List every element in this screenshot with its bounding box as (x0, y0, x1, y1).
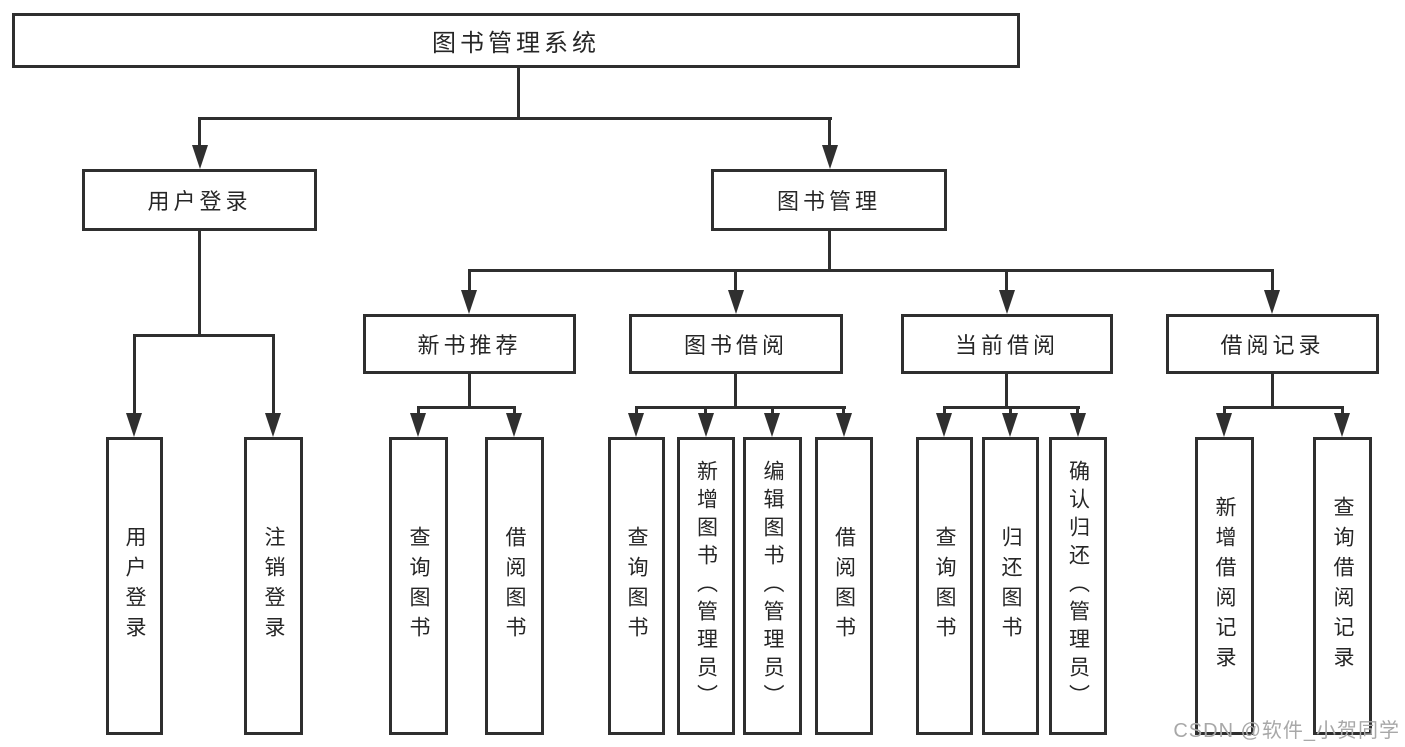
arrow-down-user-login (192, 145, 208, 169)
connector-new-book-recommend-down (468, 372, 471, 409)
connector-stub-book-management (828, 117, 831, 149)
arrow-down-borrow-records (1264, 290, 1280, 314)
leaf-query-borrow-record-label: 查询借阅记录 (1331, 496, 1354, 676)
node-root: 图书管理系统 (12, 13, 1020, 68)
arrow-down-new-book-recommend (461, 290, 477, 314)
leaf-add-borrow-record-label: 新增借阅记录 (1213, 496, 1236, 676)
leaf-logout-label: 注销登录 (262, 526, 285, 646)
leaf-borrow-books-2: 借阅图书 (815, 437, 873, 735)
leaf-borrow-books-2-label: 借阅图书 (832, 526, 856, 646)
arrow-down-leaf-confirm-return-admin (1070, 413, 1086, 437)
arrow-down-leaf-add-books-admin (698, 413, 714, 437)
connector-current-borrow-down (1005, 372, 1008, 409)
connector-stub-leaf-confirm-return-admin (1076, 406, 1079, 416)
connector-stub-leaf-edit-books-admin (771, 406, 774, 416)
arrow-down-book-borrow (728, 290, 744, 314)
connector-user-login-down (198, 230, 201, 336)
arrow-down-book-management (822, 145, 838, 169)
leaf-confirm-return-admin-label: 确认归还（管理员） (1066, 460, 1090, 712)
leaf-query-borrow-record: 查询借阅记录 (1313, 437, 1372, 735)
connector-stub-leaf-return-books (1009, 406, 1012, 416)
arrow-down-leaf-logout (265, 413, 281, 437)
node-current-borrow: 当前借阅 (901, 314, 1113, 374)
connector-group2-horizontal (417, 406, 516, 409)
arrow-down-leaf-query-books-recommend (410, 413, 426, 437)
arrow-down-current-borrow (999, 290, 1015, 314)
leaf-edit-books-admin: 编辑图书（管理员） (743, 437, 802, 735)
leaf-return-books-label: 归还图书 (999, 526, 1022, 646)
connector-stub-leaf-add-borrow-record (1223, 406, 1226, 416)
leaf-query-books-current-label: 查询图书 (933, 526, 956, 646)
connector-group3-horizontal (635, 406, 846, 409)
node-new-book-recommend: 新书推荐 (363, 314, 576, 374)
csdn-watermark: CSDN @软件_小贺同学 (1173, 720, 1400, 742)
connector-stub-leaf-user-login (133, 334, 136, 414)
leaf-user-login-label: 用户登录 (123, 526, 146, 646)
connector-borrow-records-down (1271, 372, 1274, 409)
connector-stub-book-borrow (734, 269, 737, 292)
node-user-login: 用户登录 (82, 169, 317, 231)
arrow-down-leaf-query-books-current (936, 413, 952, 437)
leaf-borrow-books-recommend: 借阅图书 (485, 437, 544, 735)
arrow-down-leaf-user-login (126, 413, 142, 437)
leaf-user-login: 用户登录 (106, 437, 163, 735)
leaf-query-books-recommend: 查询图书 (389, 437, 448, 735)
node-borrow-records: 借阅记录 (1166, 314, 1379, 374)
arrow-down-leaf-borrow-books-2 (836, 413, 852, 437)
leaf-return-books: 归还图书 (982, 437, 1039, 735)
connector-book-borrow-down (734, 372, 737, 409)
leaf-query-books-borrow: 查询图书 (608, 437, 665, 735)
node-book-management: 图书管理 (711, 169, 947, 231)
leaf-query-books-current: 查询图书 (916, 437, 973, 735)
connector-stub-leaf-logout (272, 334, 275, 414)
connector-root-trunk (517, 68, 520, 118)
connector-stub-leaf-query-borrow-record (1341, 406, 1344, 416)
connector-stub-borrow-records (1271, 269, 1274, 292)
arrow-down-leaf-return-books (1002, 413, 1018, 437)
connector-stub-leaf-query-books-recommend (417, 406, 420, 416)
arrow-down-leaf-query-borrow-record (1334, 413, 1350, 437)
connector-level3-horizontal (468, 269, 1274, 272)
leaf-logout: 注销登录 (244, 437, 303, 735)
leaf-add-borrow-record: 新增借阅记录 (1195, 437, 1254, 735)
connector-stub-user-login (198, 117, 201, 149)
leaf-add-books-admin: 新增图书（管理员） (677, 437, 735, 735)
connector-stub-new-book-recommend (468, 269, 471, 292)
connector-level2-horizontal (198, 117, 832, 120)
connector-stub-leaf-borrow-books-recommend (513, 406, 516, 416)
connector-book-management-down (828, 230, 831, 271)
leaf-confirm-return-admin: 确认归还（管理员） (1049, 437, 1107, 735)
leaf-borrow-books-recommend-label: 借阅图书 (503, 526, 526, 646)
connector-group5-horizontal (1223, 406, 1344, 409)
leaf-query-books-borrow-label: 查询图书 (625, 526, 648, 646)
arrow-down-leaf-edit-books-admin (764, 413, 780, 437)
arrow-down-leaf-borrow-books-recommend (506, 413, 522, 437)
node-book-borrow: 图书借阅 (629, 314, 843, 374)
connector-stub-leaf-borrow-books-2 (842, 406, 845, 416)
connector-stub-leaf-add-books-admin (704, 406, 707, 416)
arrow-down-leaf-query-books-borrow (628, 413, 644, 437)
connector-stub-leaf-query-books-borrow (635, 406, 638, 416)
leaf-query-books-recommend-label: 查询图书 (407, 526, 430, 646)
leaf-edit-books-admin-label: 编辑图书（管理员） (761, 460, 784, 712)
connector-group1-horizontal (133, 334, 275, 337)
arrow-down-leaf-add-borrow-record (1216, 413, 1232, 437)
connector-stub-leaf-query-books-current (943, 406, 946, 416)
connector-stub-current-borrow (1005, 269, 1008, 292)
leaf-add-books-admin-label: 新增图书（管理员） (694, 460, 718, 712)
